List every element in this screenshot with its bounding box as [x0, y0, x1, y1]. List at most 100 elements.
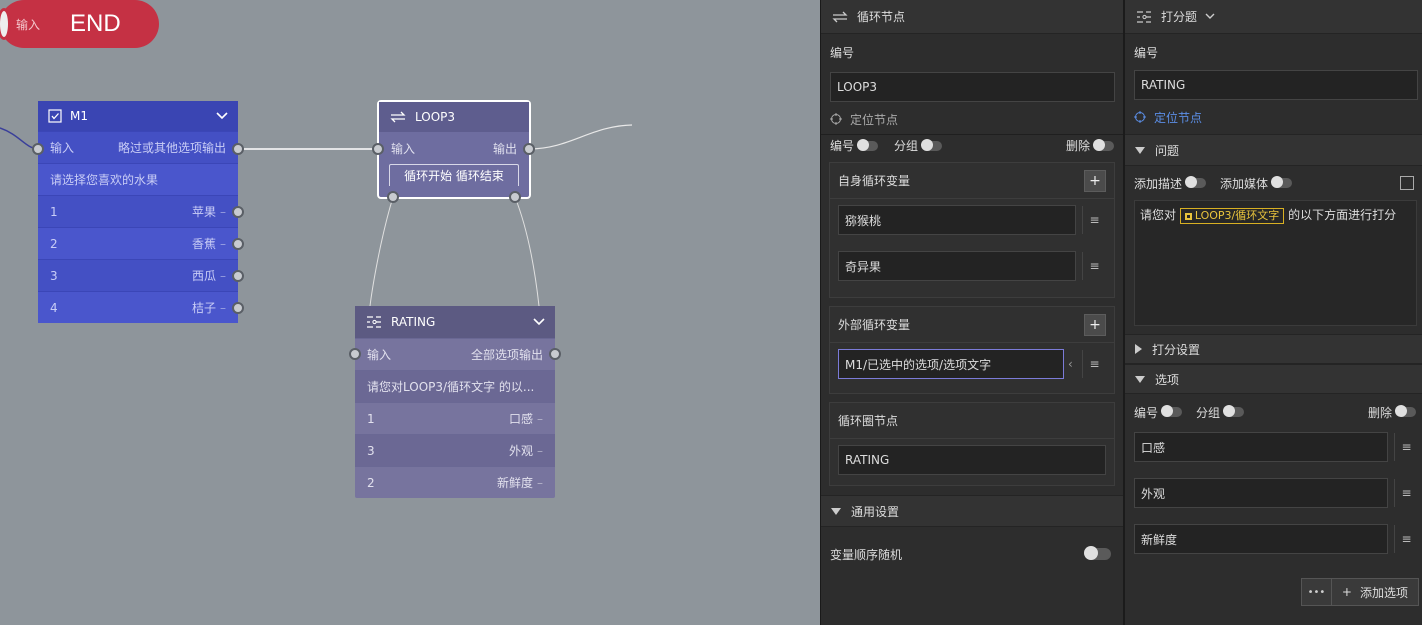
add-description-toggle[interactable]	[1185, 176, 1207, 188]
add-media-label: 添加媒体	[1220, 176, 1269, 191]
m1-option-port[interactable]	[232, 238, 244, 250]
score-settings-title: 打分设置	[1152, 342, 1201, 357]
chevron-down-icon[interactable]	[216, 112, 228, 120]
menu-icon[interactable]: ≡	[1394, 433, 1418, 461]
menu-icon[interactable]: ≡	[1082, 206, 1106, 234]
question-text-editor[interactable]: 请您对 LOOP3/循环文字 的以下方面进行打分	[1134, 200, 1417, 326]
self-var-input[interactable]: 猕猴桃	[838, 205, 1076, 235]
node-m1-header[interactable]: M1	[38, 101, 238, 131]
add-option-button[interactable]: + 添加选项	[1332, 579, 1418, 605]
menu-icon[interactable]: ≡	[1082, 350, 1106, 378]
question-text-after: 的以下方面进行打分	[1288, 208, 1397, 222]
node-loop3-output-label: 输出	[492, 141, 517, 156]
question-text-before: 请您对	[1140, 208, 1177, 222]
end-input-port[interactable]	[0, 8, 11, 40]
node-loop3-header[interactable]: LOOP3	[379, 102, 529, 132]
wire-loopstart-rating	[369, 196, 394, 307]
loop-panel-header: 循环节点	[821, 0, 1123, 34]
locate-node-link[interactable]: 定位节点	[830, 104, 1115, 134]
m1-input-port[interactable]	[32, 143, 44, 155]
toggle-number[interactable]	[857, 138, 879, 151]
option-label: 西瓜	[191, 269, 216, 283]
checkbox[interactable]	[1400, 176, 1414, 190]
rating-input-port[interactable]	[349, 348, 361, 360]
node-loop3[interactable]: LOOP3 输入 输出 循环开始 循环结束	[377, 100, 531, 199]
m1-option-port[interactable]	[232, 302, 244, 314]
option-label: 新鲜度	[496, 476, 533, 490]
option-value: 新鲜度	[1141, 532, 1178, 547]
toggle-group[interactable]	[1223, 405, 1245, 417]
id-input[interactable]: RATING	[1134, 70, 1418, 100]
self-var-input[interactable]: 奇异果	[838, 251, 1076, 281]
rating-panel-header[interactable]: 打分题	[1125, 0, 1422, 34]
add-media-toggle[interactable]	[1271, 176, 1293, 188]
node-m1-input-label: 输入	[50, 141, 75, 155]
node-rating-header[interactable]: RATING	[355, 306, 555, 338]
m1-option-port[interactable]	[232, 206, 244, 218]
loop-panel-title: 循环节点	[857, 10, 906, 24]
menu-icon[interactable]: ≡	[1082, 252, 1106, 280]
add-external-var-button[interactable]: +	[1084, 313, 1106, 336]
menu-icon[interactable]: ≡	[1394, 525, 1418, 553]
node-rating-io-row: 输入 全部选项输出	[355, 338, 555, 370]
rating-panel-title: 打分题	[1161, 10, 1198, 24]
toggle-delete-label: 删除	[1367, 405, 1392, 420]
general-settings-toggle[interactable]: 通用设置	[821, 495, 1123, 527]
question-section-toggle[interactable]: 问题	[1125, 134, 1422, 166]
id-input[interactable]: LOOP3	[830, 72, 1115, 102]
plus-icon: +	[1341, 585, 1352, 599]
self-var-value: 奇异果	[845, 259, 882, 274]
external-var-input[interactable]: M1/已选中的选项/选项文字	[838, 349, 1064, 379]
menu-icon[interactable]: ≡	[1394, 479, 1418, 507]
loop-end-label: 循环结束	[455, 169, 504, 183]
chevron-left-icon[interactable]: ‹	[1068, 357, 1073, 371]
node-end[interactable]: 输入 END	[0, 0, 159, 48]
id-input-value: LOOP3	[837, 80, 878, 94]
add-self-var-button[interactable]: +	[1084, 169, 1106, 192]
random-order-toggle[interactable]	[1084, 546, 1111, 560]
locate-node-link[interactable]: 定位节点	[1134, 100, 1418, 134]
self-loop-vars-header: 自身循环变量 +	[830, 163, 1114, 199]
loop-properties-panel: 循环节点 编号 LOOP3 定位节点 编号 分组 删除 自身循环变量 + 猕猴桃…	[820, 0, 1123, 625]
loop3-end-port[interactable]	[509, 191, 521, 203]
chevron-down-icon[interactable]	[1205, 13, 1215, 20]
loop3-input-port[interactable]	[372, 143, 384, 155]
rating-output-port[interactable]	[549, 348, 561, 360]
m1-output-port[interactable]	[232, 143, 244, 155]
variable-tag[interactable]: LOOP3/循环文字	[1179, 208, 1285, 224]
loop-toggles-row: 编号 分组 删除	[821, 134, 1123, 156]
node-m1-prompt-text: 请选择您喜欢的水果	[50, 173, 159, 187]
option-number: 1	[367, 411, 375, 426]
option-input[interactable]: 外观	[1134, 478, 1388, 508]
options-section-toggle[interactable]: 选项	[1125, 364, 1422, 394]
toggle-group-label: 分组	[894, 139, 919, 153]
loop-node-input[interactable]: RATING	[838, 445, 1106, 475]
option-input[interactable]: 新鲜度	[1134, 524, 1388, 554]
node-m1-io-row: 输入 略过或其他选项输出	[38, 131, 238, 163]
option-value: 外观	[1141, 486, 1166, 501]
rating-icon	[367, 316, 381, 328]
toggle-number[interactable]	[1161, 405, 1183, 417]
m1-option-port[interactable]	[232, 270, 244, 282]
more-button[interactable]: •••	[1302, 579, 1332, 605]
rating-icon	[1137, 10, 1151, 23]
option-input[interactable]: 口感	[1134, 432, 1388, 462]
toggle-number-label: 编号	[830, 139, 855, 153]
score-settings-toggle[interactable]: 打分设置	[1125, 334, 1422, 364]
toggle-delete[interactable]	[1395, 405, 1416, 417]
toggle-group[interactable]	[921, 138, 943, 151]
loop-nodes-title: 循环圈节点	[838, 414, 899, 428]
toggle-delete[interactable]	[1093, 138, 1114, 151]
option-number: 3	[50, 268, 58, 283]
options-title: 选项	[1155, 372, 1180, 387]
id-label: 编号	[830, 46, 855, 60]
loop3-start-port[interactable]	[387, 191, 399, 203]
chevron-down-icon[interactable]	[533, 318, 545, 326]
wire-rating-loopend	[514, 196, 540, 307]
loop3-output-port[interactable]	[523, 143, 535, 155]
node-m1-title: M1	[70, 109, 88, 123]
